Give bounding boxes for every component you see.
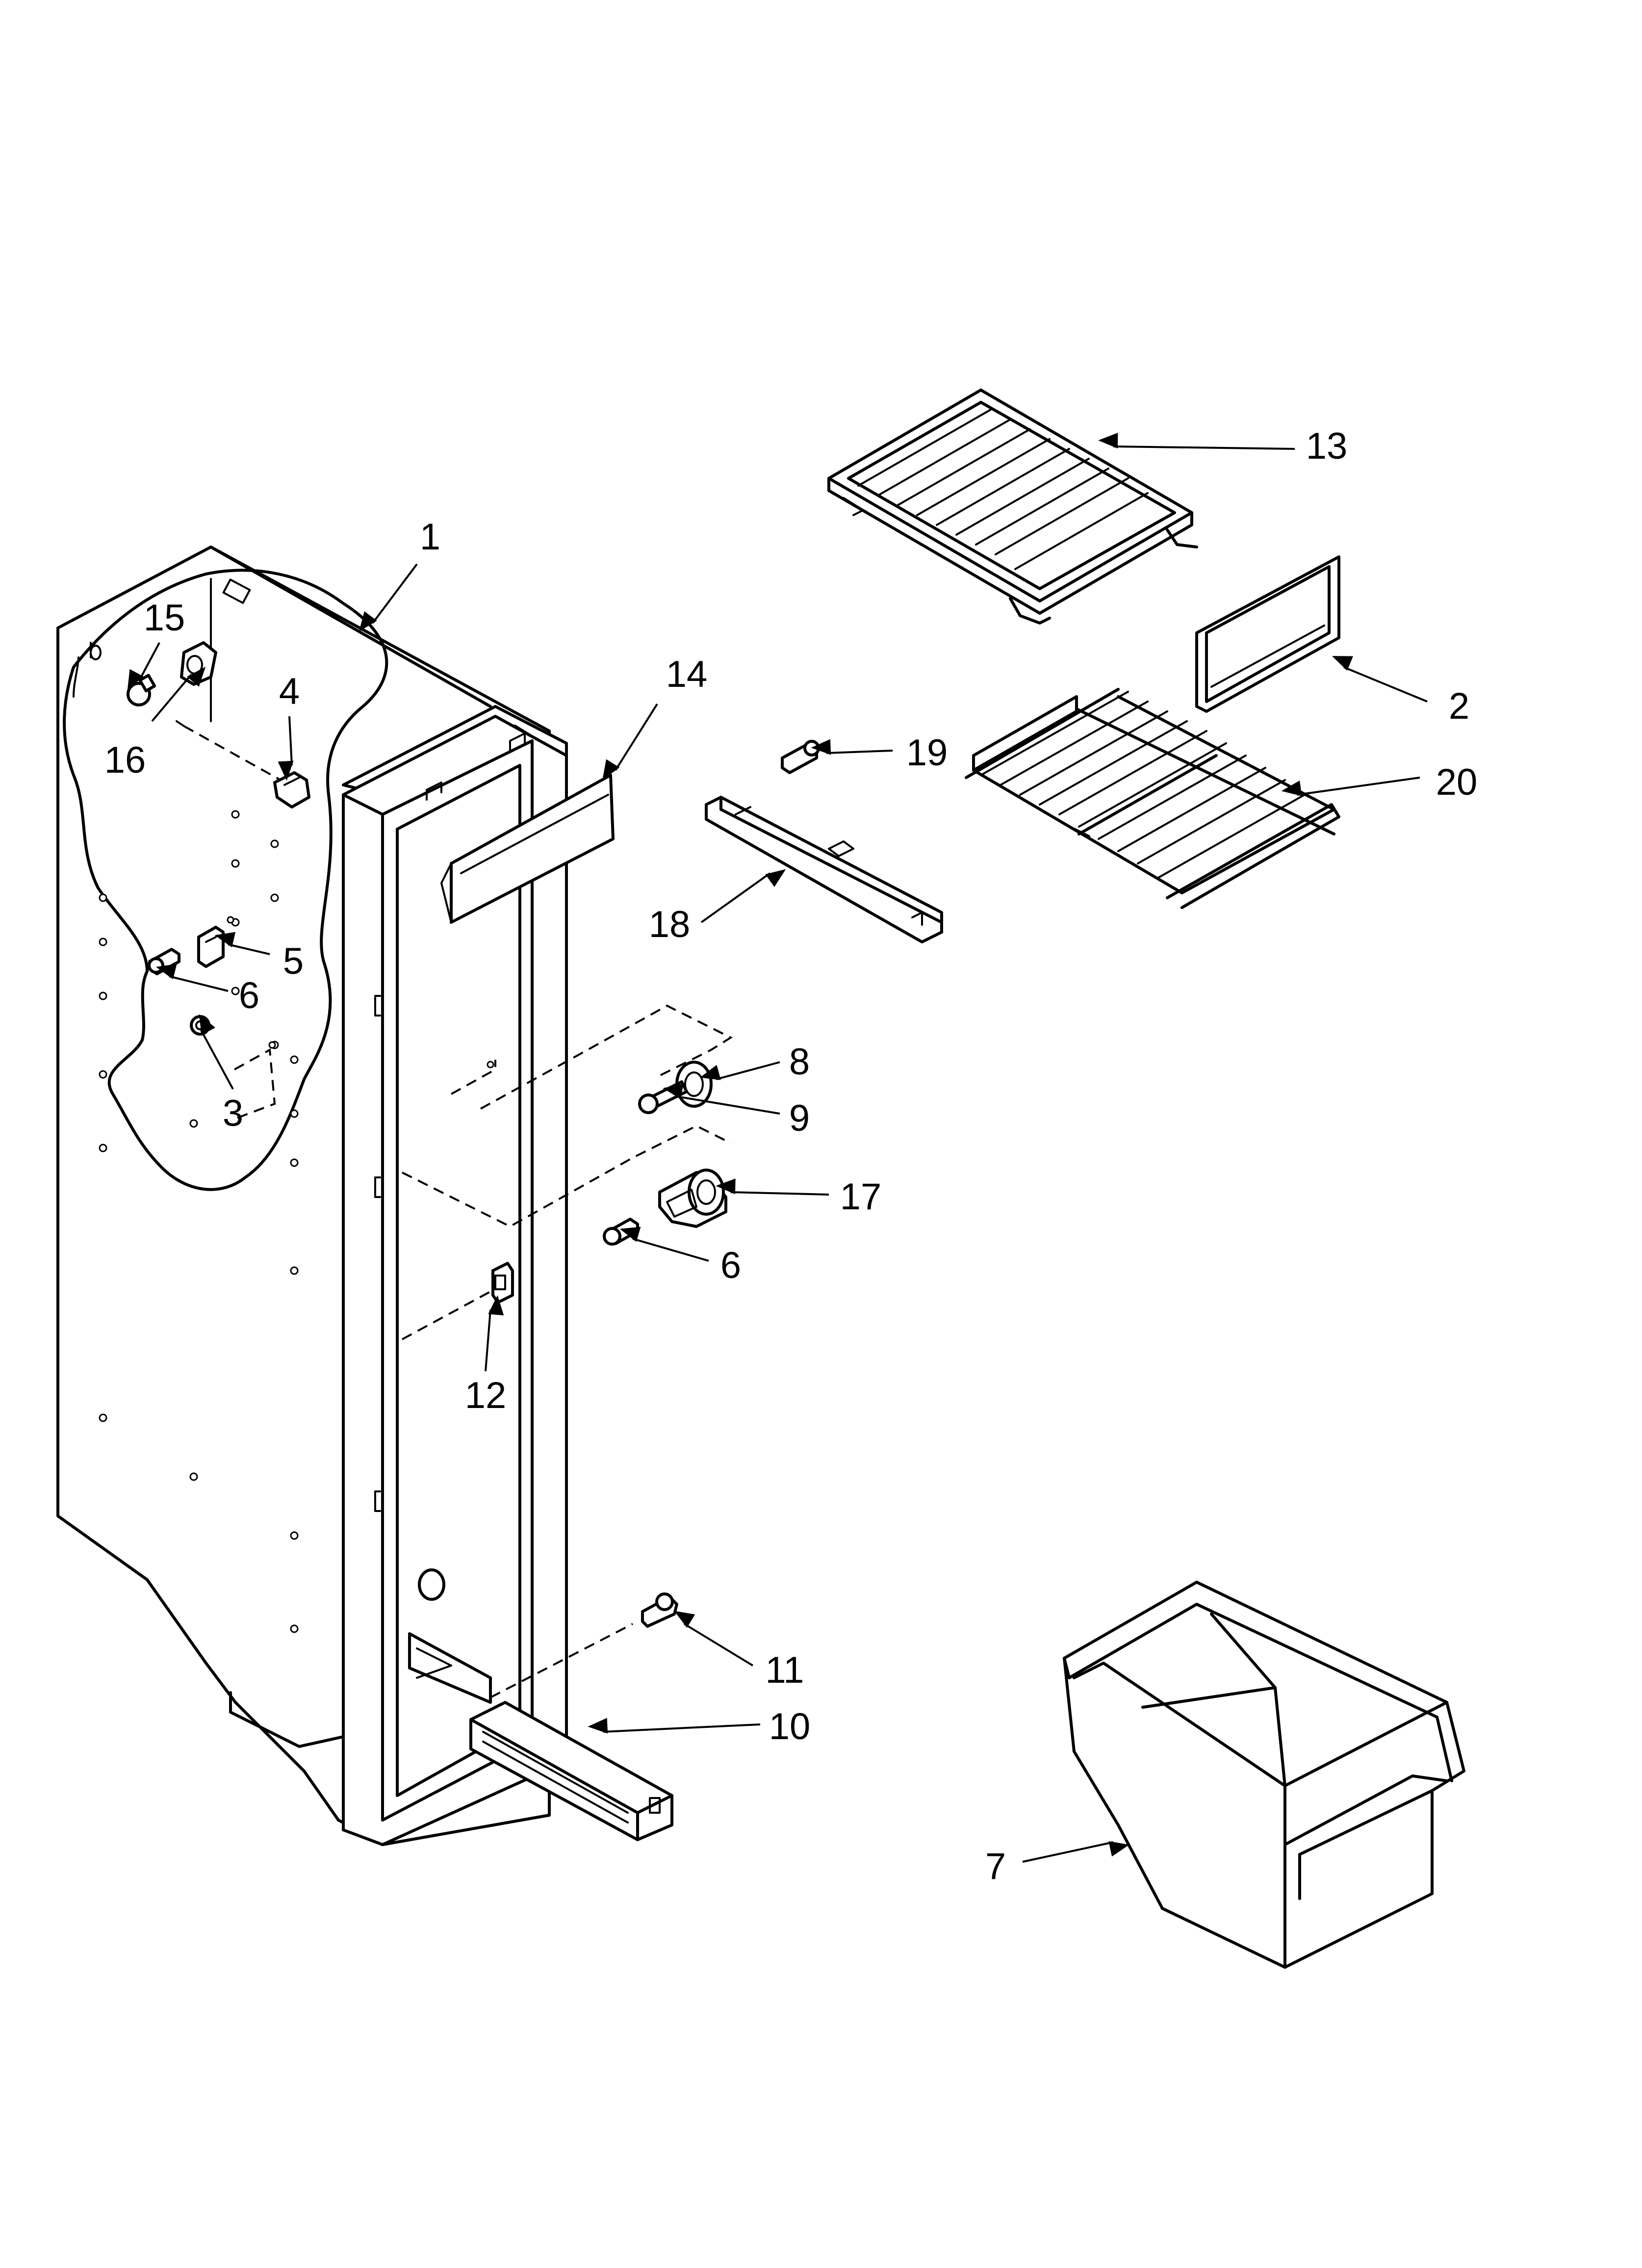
callout-3: 3 <box>223 1093 243 1134</box>
callout-2: 2 <box>1449 685 1469 727</box>
side-wall-holes <box>99 810 299 1633</box>
leader-1 <box>359 563 418 632</box>
roller-bracket-part-17 <box>658 1169 727 1228</box>
callout-1: 1 <box>420 516 440 558</box>
guide-line-8-9 <box>451 1004 733 1110</box>
leader-5 <box>214 932 270 955</box>
leader-12 <box>485 1295 504 1372</box>
leader-20 <box>1281 777 1420 796</box>
leader-9 <box>663 1083 780 1115</box>
leader-lines <box>127 433 1428 1863</box>
callout-6a: 6 <box>239 975 259 1017</box>
screw-part-11 <box>490 1592 678 1698</box>
callout-19: 19 <box>906 732 948 774</box>
screw-part-6-lower <box>603 1218 639 1246</box>
callout-18: 18 <box>649 904 691 945</box>
callout-10: 10 <box>769 1706 811 1747</box>
shelf-trim-part-2 <box>1195 555 1340 713</box>
callout-9: 9 <box>789 1097 810 1139</box>
switch-part-12 <box>402 1262 514 1340</box>
guide-line-17 <box>402 1124 731 1228</box>
callout-14: 14 <box>666 653 708 695</box>
callout-8: 8 <box>789 1041 810 1083</box>
callout-16: 16 <box>104 739 146 781</box>
callout-20: 20 <box>1436 761 1478 803</box>
grille-part-10 <box>469 1701 673 1841</box>
callout-7: 7 <box>985 1846 1006 1887</box>
wire-shelf-part-20 <box>965 688 1340 909</box>
leader-16 <box>151 667 206 722</box>
light-shield-part-14 <box>440 774 615 924</box>
shelf-part-13 <box>827 389 1198 625</box>
leader-19 <box>811 739 893 755</box>
leader-18 <box>700 869 786 923</box>
callout-15: 15 <box>144 597 185 639</box>
leader-11 <box>674 1611 754 1667</box>
leader-4 <box>278 716 294 781</box>
clip-part-4 <box>273 771 310 808</box>
leader-6a <box>155 964 229 992</box>
callout-labels: 1 2 3 4 5 6 6 7 8 9 10 11 12 13 14 15 16… <box>104 425 1478 1887</box>
bin-part-7 <box>1063 1581 1465 1969</box>
callout-5: 5 <box>283 940 304 982</box>
leader-3 <box>199 1014 234 1090</box>
leader-13 <box>1098 433 1295 450</box>
leader-2 <box>1332 656 1428 703</box>
leader-7 <box>1022 1841 1129 1863</box>
leader-8 <box>699 1061 780 1080</box>
freezer-liner-part <box>56 546 568 1846</box>
leader-14 <box>602 703 658 780</box>
leader-17 <box>716 1178 829 1196</box>
callout-6b: 6 <box>720 1245 741 1286</box>
leader-10 <box>588 1718 761 1734</box>
callout-11: 11 <box>766 1649 804 1691</box>
shelf-rail-part-18 <box>705 796 943 943</box>
leader-6b <box>619 1226 709 1262</box>
screw-part-19 <box>781 740 820 774</box>
callout-13: 13 <box>1306 425 1348 467</box>
callout-4: 4 <box>279 671 300 712</box>
callout-17: 17 <box>840 1176 882 1218</box>
callout-12: 12 <box>465 1375 507 1416</box>
leader-15 <box>127 642 160 690</box>
